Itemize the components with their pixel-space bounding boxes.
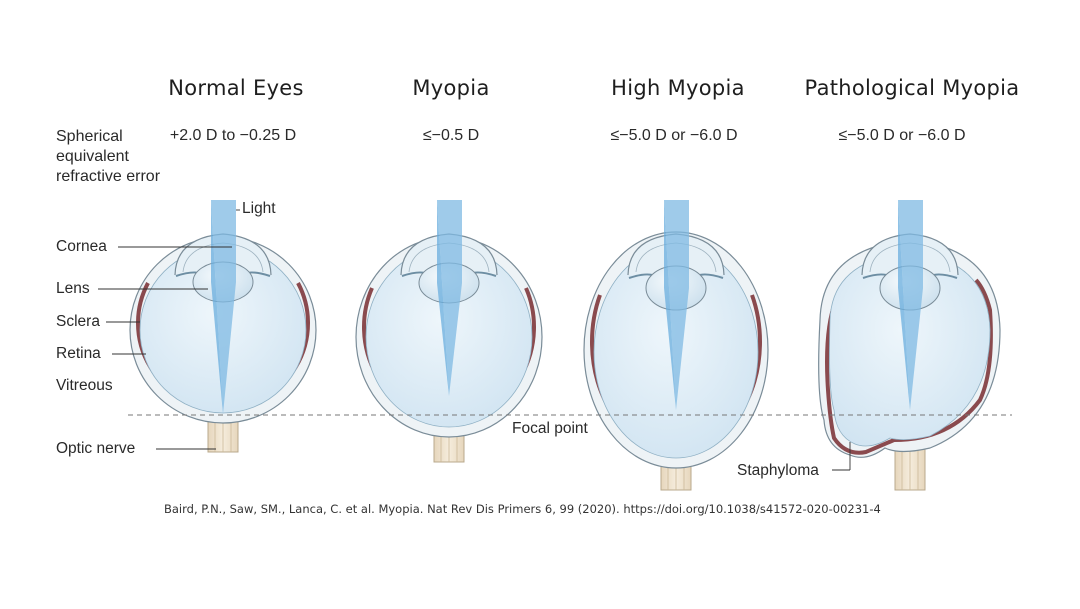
- light-beam-myopia: [437, 200, 462, 396]
- column-title-normal-eyes: Normal Eyes: [168, 76, 304, 100]
- label-sclera: Sclera: [56, 313, 100, 330]
- retina-pathological: [825, 278, 993, 455]
- row-label-spherical-equivalent: Spherical equivalent refractive error: [56, 127, 160, 187]
- refraction-pathological-myopia: ≤−5.0 D or −6.0 D: [838, 127, 966, 144]
- row-label-line-1: Spherical: [56, 128, 123, 145]
- citation: Baird, P.N., Saw, SM., Lanca, C. et al. …: [164, 502, 881, 516]
- label-optic-nerve: Optic nerve: [56, 440, 136, 457]
- label-lens: Lens: [56, 280, 90, 297]
- refraction-myopia: ≤−0.5 D: [422, 127, 480, 144]
- label-retina: Retina: [56, 345, 101, 362]
- light-beam-pathological: [898, 200, 923, 410]
- column-title-pathological-myopia: Pathological Myopia: [804, 76, 1020, 100]
- refraction-normal-eyes: +2.0 D to −0.25 D: [169, 127, 297, 144]
- eye-normal: [129, 200, 317, 453]
- row-label-line-2: equivalent: [56, 148, 129, 165]
- leader-lines: [98, 209, 851, 471]
- column-title-myopia: Myopia: [412, 76, 490, 100]
- row-label-line-3: refractive error: [56, 168, 161, 185]
- eye-myopia: [355, 200, 543, 463]
- label-staphyloma: Staphyloma: [737, 462, 819, 479]
- eye-pathological-myopia: [818, 200, 1001, 491]
- label-vitreous: Vitreous: [56, 377, 113, 394]
- label-focal-point: Focal point: [512, 420, 588, 437]
- eye-high-myopia: [583, 200, 769, 491]
- light-beam-high-myopia: [664, 200, 689, 410]
- refraction-high-myopia: ≤−5.0 D or −6.0 D: [610, 127, 738, 144]
- column-title-high-myopia: High Myopia: [611, 76, 745, 100]
- light-beam-normal: [211, 200, 236, 414]
- label-light: Light: [242, 200, 276, 217]
- label-cornea: Cornea: [56, 238, 107, 255]
